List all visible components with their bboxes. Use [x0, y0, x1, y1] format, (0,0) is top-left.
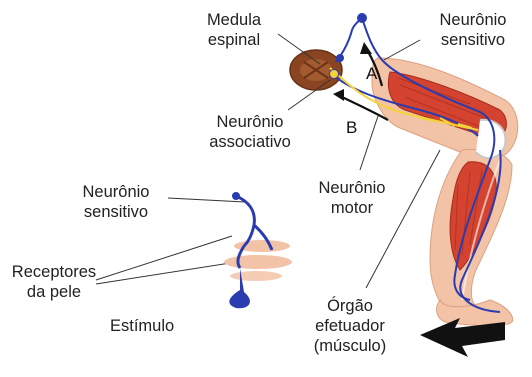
arrow-a-label: A [366, 64, 377, 84]
label-neuronio-sensitivo-left: Neurônio sensitivo [66, 182, 166, 222]
arrow-a-head [360, 42, 372, 54]
arrow-b-head [333, 89, 344, 101]
label-orgao-efetuador: Órgão efetuador (músculo) [300, 296, 400, 356]
arrow-b-label: B [346, 118, 357, 138]
label-receptores-da-pele: Receptores da pele [8, 262, 100, 302]
motor-neuron-body [336, 54, 344, 62]
skin-section [220, 238, 300, 281]
associative-neuron-body [330, 70, 339, 79]
label-neuronio-motor: Neurônio motor [312, 178, 392, 218]
label-medula-espinal: Medula espinal [198, 10, 270, 50]
sensory-ganglion [357, 13, 367, 23]
label-neuronio-associativo: Neurônio associativo [198, 112, 302, 152]
label-estimulo: Estímulo [110, 316, 174, 336]
label-neuronio-sensitivo-top: Neurônio sensitivo [426, 10, 520, 50]
